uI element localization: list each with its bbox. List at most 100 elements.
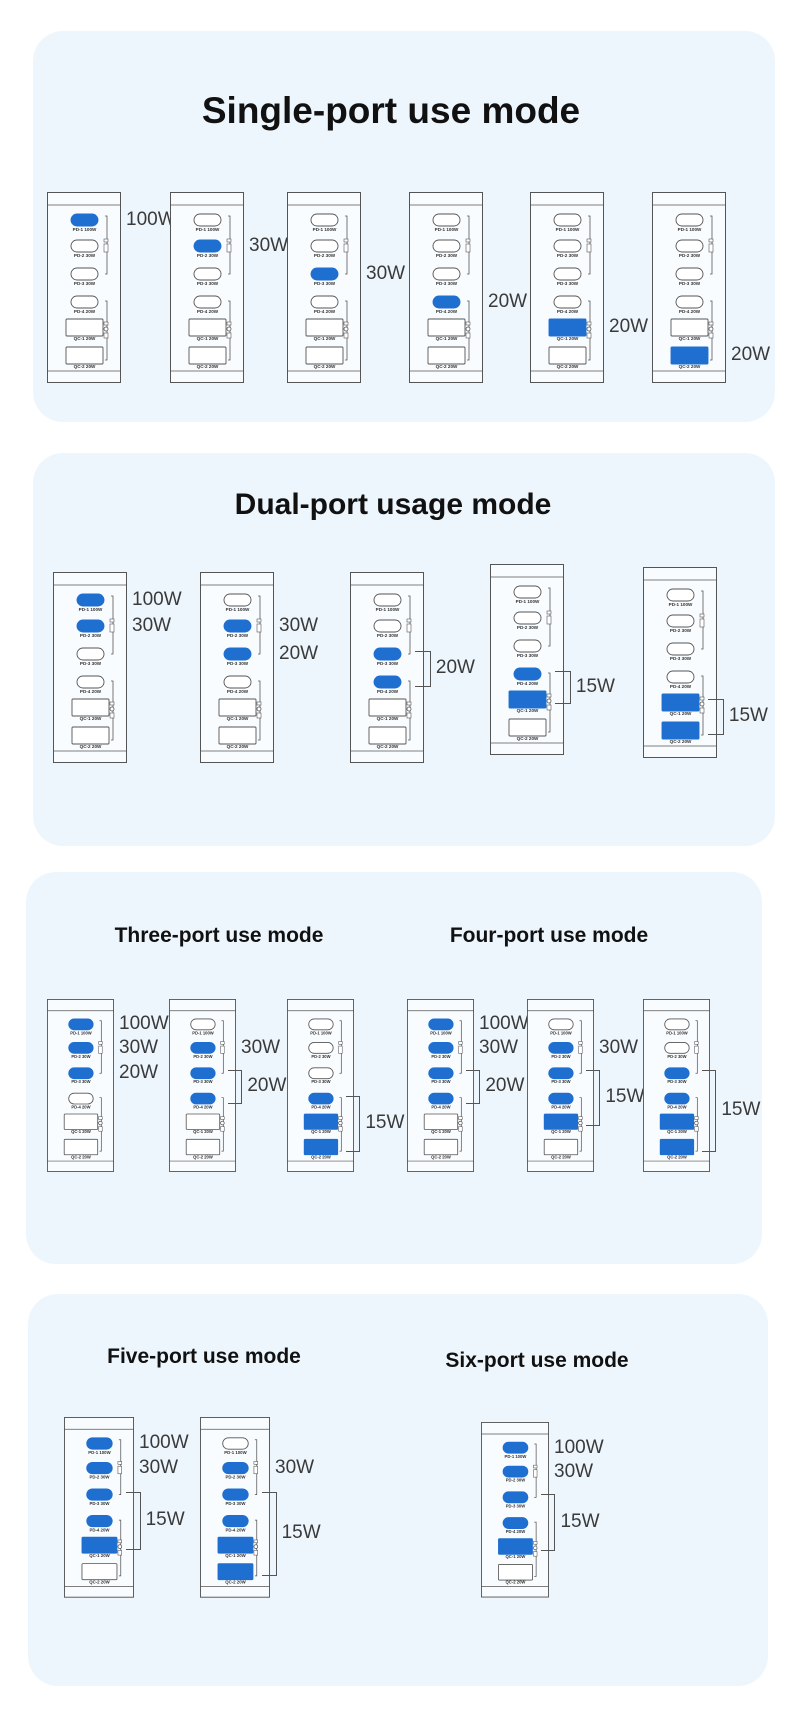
port-label: PD-2 30W (436, 253, 458, 258)
qc-chip-icon (406, 701, 412, 719)
usb-c-port (553, 295, 582, 309)
qc-chip-icon (708, 321, 714, 339)
wattage-label: 20W (247, 1074, 287, 1096)
usb-a-port (185, 1138, 221, 1156)
port-label: PD-1 100W (224, 1450, 247, 1455)
qc-chip-icon (699, 696, 705, 714)
usb-c-port (86, 1488, 113, 1501)
usb-c-port (223, 593, 252, 607)
port-label: QC-1 20W (551, 1129, 571, 1134)
usb-a-port (65, 346, 104, 365)
usb-c-port (373, 647, 402, 661)
section-title-four-port: Four-port use mode (449, 924, 649, 947)
usb-a-port (218, 726, 257, 745)
usb-c-port (310, 267, 339, 281)
panel-single-port: Single-port use mode (33, 31, 775, 422)
section-title-five-port: Five-port use mode (107, 1345, 301, 1368)
pd-chip-icon (406, 618, 412, 633)
panel-three-four-port: Three-port use mode Four-port use mode (26, 872, 762, 1264)
port-label: PD-1 100W (678, 227, 702, 232)
port-label: PD-4 20W (679, 309, 701, 314)
pd-chip-icon (338, 1041, 343, 1054)
usb-c-port (70, 239, 99, 253)
usb-c-port (193, 295, 222, 309)
usb-c-port (513, 667, 542, 681)
pd-chip-icon (109, 618, 115, 633)
usb-c-port (675, 239, 704, 253)
wattage-label: 15W (728, 705, 768, 726)
usb-c-port (553, 239, 582, 253)
port-label: QC-1 20W (74, 336, 96, 341)
wattage-label: 20W (279, 643, 319, 664)
usb-c-port (76, 619, 105, 633)
port-group-bracket (585, 1070, 601, 1127)
usb-c-port (193, 267, 222, 281)
port-label: QC-2 20W (89, 1579, 110, 1584)
wattage-label: 20W (435, 657, 475, 678)
port-label: PD-4 20W (667, 1105, 686, 1110)
qc-chip-icon (103, 321, 109, 339)
port-label: QC-1 20W (670, 711, 692, 716)
usb-a-port (543, 1138, 579, 1156)
port-label: PD-3 30W (227, 661, 249, 666)
wattage-label: 100W (126, 209, 176, 230)
wattage-label: 100W (554, 1436, 604, 1458)
port-label: PD-3 30W (506, 1503, 525, 1508)
port-label: PD-2 30W (311, 1054, 330, 1059)
usb-a-port (368, 726, 407, 745)
usb-c-port (190, 1018, 216, 1031)
wattage-label: 15W (365, 1111, 405, 1133)
usb-a-port (661, 693, 700, 712)
usb-a-port (81, 1563, 118, 1581)
usb-a-port (185, 1113, 221, 1130)
port-label: PD-2 30W (667, 1054, 686, 1059)
usb-a-port (188, 346, 227, 365)
port-label: PD-3 30W (311, 1079, 330, 1084)
usb-c-port (310, 239, 339, 253)
port-label: PD-3 30W (667, 1079, 686, 1084)
port-label: PD-1 100W (556, 227, 580, 232)
usb-c-port (223, 675, 252, 689)
port-group-bracket (701, 1070, 717, 1152)
port-label: PD-3 30W (225, 1501, 246, 1506)
usb-a-port (548, 346, 587, 365)
port-label: QC-2 20W (193, 1154, 213, 1159)
usb-a-port (423, 1138, 459, 1156)
port-label: PD-3 30W (71, 1079, 90, 1084)
usb-c-port (502, 1441, 529, 1454)
usb-c-port (76, 593, 105, 607)
qc-chip-icon (586, 321, 592, 339)
port-group-bracket (708, 699, 724, 735)
port-label: PD-2 30W (551, 1054, 570, 1059)
usb-c-port (308, 1067, 334, 1080)
port-label: PD-1 100W (435, 227, 459, 232)
usb-c-port (373, 619, 402, 633)
usb-a-port (368, 698, 407, 717)
wattage-label: 15W (605, 1086, 645, 1108)
wattage-label: 100W (479, 1013, 529, 1035)
usb-a-port (71, 698, 110, 717)
qc-chip-icon (458, 1116, 463, 1132)
usb-c-port (373, 675, 402, 689)
port-label: QC-1 20W (80, 716, 102, 721)
usb-c-port (86, 1437, 113, 1450)
section-title-six-port: Six-port use mode (445, 1349, 629, 1372)
port-label: QC-1 20W (193, 1129, 213, 1134)
port-label: QC-2 20W (551, 1154, 571, 1159)
wattage-label: 30W (599, 1036, 639, 1058)
usb-a-port (670, 346, 709, 365)
usb-a-port (659, 1138, 695, 1156)
pd-chip-icon (708, 238, 714, 253)
port-label: QC-1 20W (227, 716, 249, 721)
port-label: PD-3 30W (431, 1079, 450, 1084)
port-label: PD-3 30W (314, 281, 336, 286)
usb-c-port (190, 1042, 216, 1054)
usb-c-port (666, 614, 695, 628)
port-label: PD-3 30W (436, 281, 458, 286)
usb-c-port (193, 213, 222, 227)
